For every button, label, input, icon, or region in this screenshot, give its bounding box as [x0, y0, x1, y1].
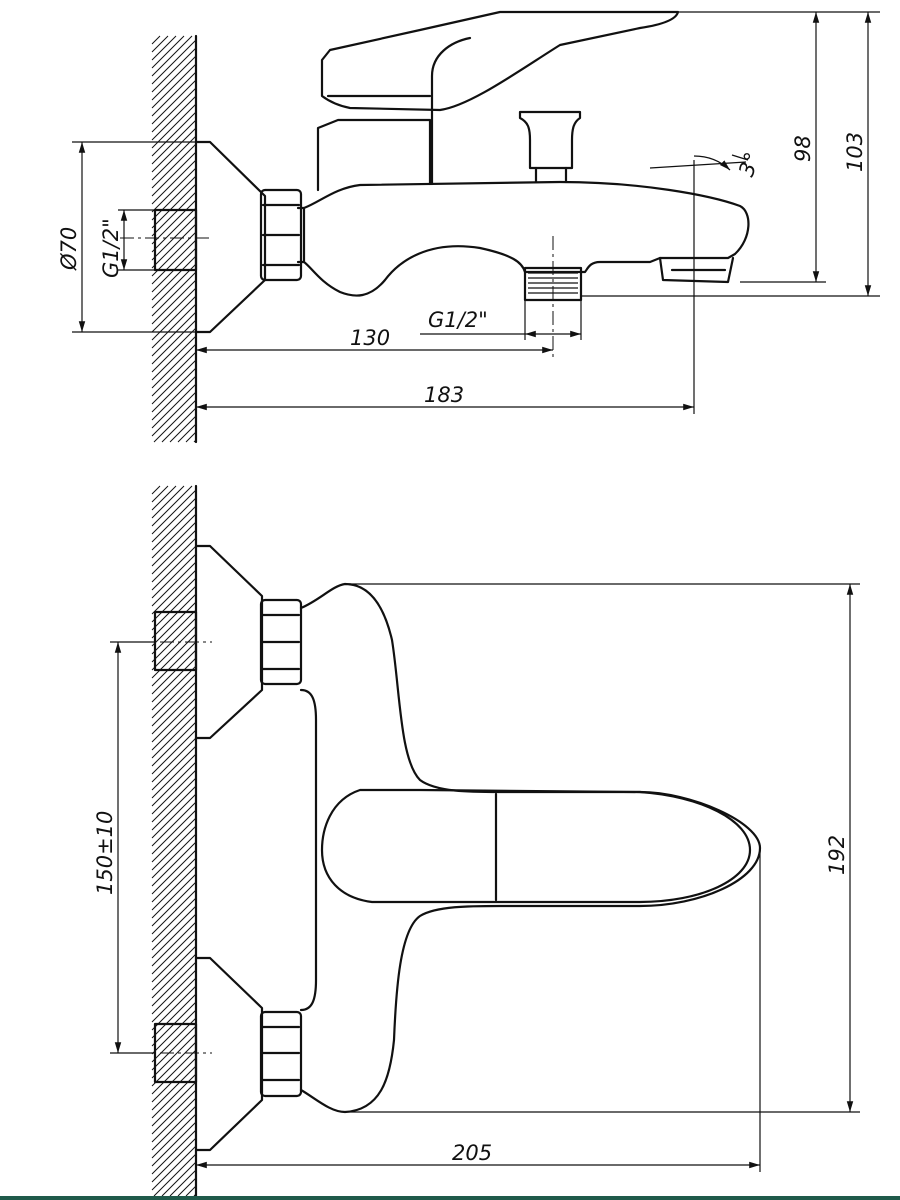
diverter-knob — [518, 110, 582, 184]
dim-height-outlet-label: 98 — [791, 135, 815, 162]
faucet-body-spout — [302, 180, 750, 297]
body-back-plate — [299, 688, 318, 1012]
dim-inlet-thread: G1/2" — [99, 209, 155, 278]
lower-hex-nut — [259, 1010, 303, 1098]
lever-neck — [430, 36, 472, 186]
lower-wall-flange — [194, 956, 264, 1152]
wall-hatch-side — [151, 35, 197, 443]
dim-body-height: 192 — [345, 583, 860, 1113]
hex-nut-side — [259, 188, 306, 282]
upper-hex-nut — [259, 598, 303, 686]
top-view: 150±10 192 205 — [93, 484, 860, 1198]
dim-total-length: 205 — [196, 848, 761, 1172]
aerator — [658, 256, 735, 284]
dim-height-total-label: 103 — [843, 132, 867, 172]
dim-spout-length-label: 183 — [424, 383, 464, 407]
lever-handle — [320, 10, 680, 112]
dim-spout-angle: 3° — [649, 149, 765, 180]
dim-outlet-thread-label: G1/2" — [428, 308, 488, 332]
dim-spout-length: 183 — [196, 160, 695, 414]
dim-inlet-spacing: 150±10 — [93, 641, 155, 1054]
upper-inlet-stub — [153, 610, 198, 672]
cartridge-housing — [316, 118, 432, 192]
dim-inlet-thread-label: G1/2" — [99, 218, 123, 278]
dim-flange-diameter: Ø70 — [57, 141, 196, 333]
dim-spout-angle-label: 3° — [734, 149, 765, 180]
faucet-body-top — [299, 582, 762, 1114]
dim-outlet-thread: G1/2" — [420, 300, 582, 340]
wall-flange — [194, 140, 267, 334]
bottom-accent-bar — [0, 1196, 900, 1200]
dim-outlet-distance: 130 — [196, 326, 553, 354]
dim-inlet-spacing-label: 150±10 — [93, 811, 117, 895]
dim-body-height-label: 192 — [825, 835, 849, 875]
inlet-pipe-stub — [153, 208, 198, 272]
wall-hatch-top — [151, 485, 197, 1197]
lever-top — [320, 788, 752, 904]
dim-outlet-distance-label: 130 — [350, 326, 390, 350]
dim-heights: 98 103 — [581, 11, 880, 297]
dim-total-length-label: 205 — [452, 1141, 492, 1165]
dim-flange-diameter-label: Ø70 — [57, 227, 81, 271]
side-view: Ø70 G1/2" G1/2" 130 183 — [57, 10, 880, 444]
